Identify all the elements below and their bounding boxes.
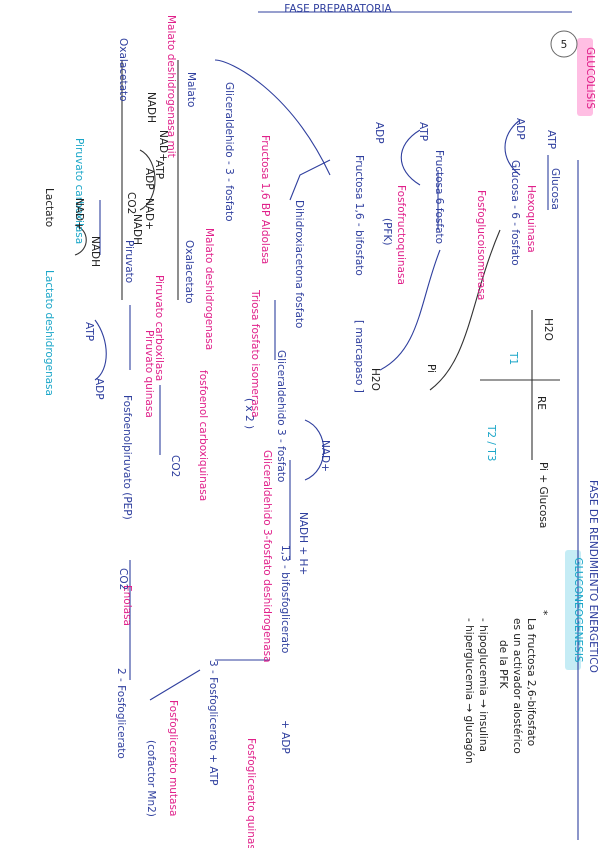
adp-label-1: ADP bbox=[514, 118, 526, 140]
pi-glucosa-label: Pi + Glucosa bbox=[537, 462, 549, 528]
enolasa-label: Enolasa bbox=[121, 585, 133, 626]
piruvato-carboxilasa-label-b: Piruvato carboxilasa bbox=[73, 138, 85, 244]
fase-preparatoria-label: FASE PREPARATORIA bbox=[284, 3, 392, 15]
nadh-gng-label-a: NADH bbox=[145, 92, 157, 123]
aldolasa-label: Fructosa 1,6 BP Aldolasa bbox=[259, 135, 271, 264]
co2-gng-label-b: CO2 bbox=[125, 192, 137, 214]
atp-label-1: ATP bbox=[545, 130, 557, 149]
atp-adp-gng-curve bbox=[94, 319, 107, 381]
glucosa6p-label: Glucosa - 6 - fosfato bbox=[509, 160, 521, 266]
atp-gng-label: ATP bbox=[83, 322, 95, 341]
atp-adp-curve-2 bbox=[400, 129, 421, 186]
fosfoglucoisomerasa-label: Fosfoglucoisomerasa bbox=[475, 190, 487, 300]
malato-label: Malato bbox=[185, 72, 197, 107]
adp-gng-label: ADP bbox=[93, 378, 105, 400]
malato-dh-label-a: Malato deshidrogenasa bbox=[203, 228, 215, 350]
f6p-f16-arrow bbox=[379, 249, 441, 371]
page-number: 5 bbox=[561, 39, 568, 51]
note-line-4: - hipoglucemia → insulina bbox=[477, 618, 489, 752]
piruvato-carboxilasa-label-a: Piruvato carboxilasa bbox=[153, 275, 165, 381]
pfk-abbr-label: (PFK) bbox=[381, 218, 393, 245]
note-star: * bbox=[537, 610, 549, 615]
oxalacetato-label-a: Oxalacetato bbox=[183, 240, 195, 304]
nadh-h-label: NADH + H+ bbox=[297, 512, 309, 575]
pgm-label: Fosfoglicerato mutasa bbox=[167, 700, 179, 816]
lactato-label: Lactato bbox=[43, 188, 55, 227]
oxalacetato-label-b: Oxalacetato bbox=[117, 38, 129, 102]
f16-cleavage-arrow bbox=[289, 159, 331, 201]
co2-right-label: CO2 bbox=[117, 568, 129, 590]
malato-loop bbox=[139, 149, 156, 211]
lactato-dh-label: Lactato deshidrogenasa bbox=[43, 270, 55, 396]
t1-label: T1 bbox=[507, 351, 519, 365]
plus-adp-label: + ADP bbox=[279, 720, 291, 754]
hexoquinasa-label: Hexoquinasa bbox=[525, 185, 537, 253]
cofactor-label: (cofactor Mn2) bbox=[145, 740, 157, 817]
fase-rendimiento-label: FASE DE RENDIMIENTO ENERGETICO bbox=[587, 480, 599, 673]
nad-gng-label-a: NAD+ bbox=[157, 130, 169, 162]
atp-gng-label-b: ATP bbox=[153, 160, 165, 179]
gluconeogenesis-title: GLUCONEOGENESIS bbox=[572, 557, 584, 663]
x2-label: ( x 2 ) bbox=[243, 398, 255, 429]
t2t3-label: T2 / T3 bbox=[485, 424, 497, 461]
nad-curve bbox=[304, 419, 325, 481]
glucosa-label: Glucosa bbox=[549, 168, 561, 210]
nad-label: NAD+ bbox=[319, 440, 331, 472]
g3pdh-label: Gliceraldehido 3-fosfato deshidrogenasa bbox=[261, 450, 273, 663]
bpg13-label: 1,3 - bifosfoglicerato bbox=[279, 545, 291, 653]
re-bypass-line bbox=[429, 229, 501, 391]
aldolasa-curve bbox=[214, 59, 331, 176]
nad-nadh-loop bbox=[74, 224, 87, 256]
piruvato-label: Piruvato bbox=[123, 240, 135, 283]
co2-gng-label: CO2 bbox=[169, 455, 181, 477]
pgk-label: Fosfoglicerato quinasa bbox=[245, 738, 257, 848]
nadh-gng-label-c: NADH bbox=[89, 236, 101, 267]
glucolisis-title: GLUCOLISIS bbox=[584, 47, 596, 109]
glucolisis-highlight bbox=[577, 38, 593, 116]
tpi-label: Triosa fosfato isomerasa bbox=[249, 289, 261, 418]
g3p-left-label: Gliceraldehido - 3 - fosfato bbox=[223, 82, 235, 222]
dhap-label: Dihidroxiacetona fosfato bbox=[293, 200, 305, 328]
pg3-label: 3 - Fosfoglicerato + ATP bbox=[207, 660, 219, 785]
h2o-label-b: H2O bbox=[369, 368, 381, 391]
pg2-label: 2 - Fosfoglicerato bbox=[115, 668, 127, 759]
note-line-1: La fructosa 2,6-bifosfato bbox=[525, 618, 537, 746]
note-line-2: es un activador alostérico bbox=[511, 618, 523, 754]
nadh-gng-label-b: NADH bbox=[131, 214, 143, 245]
pfk-label: Fosfofructoquinasa bbox=[395, 185, 407, 285]
page-number-circle bbox=[550, 30, 578, 58]
malato-dh-label-b: Malato deshidrogenasa mit bbox=[165, 15, 177, 158]
fructosa16-label: Fructosa 1,6 - bifosfato bbox=[353, 155, 365, 276]
pepck-label: fosfoenol carboxiquinasa bbox=[197, 370, 209, 501]
marcapaso-label: [ marcapaso ] bbox=[353, 320, 365, 393]
3pg-2pg-arrow bbox=[149, 669, 201, 701]
piruvato-quinasa-label: Piruvato quinasa bbox=[143, 330, 155, 418]
nad-gng-label-c: NAD+ bbox=[73, 198, 85, 230]
pi-label: Pi bbox=[425, 364, 437, 373]
adp-gng-label-b: ADP bbox=[143, 168, 155, 190]
nad-gng-label-b: NAD+ bbox=[143, 198, 155, 230]
h2o-label-a: H2O bbox=[542, 318, 554, 341]
g3p-right-label: Gliceraldehido 3 - fosfato bbox=[275, 350, 287, 482]
atp-adp-curve-1 bbox=[504, 119, 521, 176]
adp-label-2: ADP bbox=[373, 122, 385, 144]
fructosa6p-label: Fructosa 6 fosfato bbox=[433, 150, 445, 244]
pep-label: Fosfoenolpiruvato (PEP) bbox=[121, 395, 133, 520]
re-label: RE bbox=[535, 396, 547, 410]
note-line-5: - hiperglucemia → glucagón bbox=[463, 618, 475, 764]
note-line-3: de la PFK bbox=[497, 640, 509, 690]
atp-label-2: ATP bbox=[417, 122, 429, 141]
gluconeogenesis-highlight bbox=[565, 550, 581, 670]
